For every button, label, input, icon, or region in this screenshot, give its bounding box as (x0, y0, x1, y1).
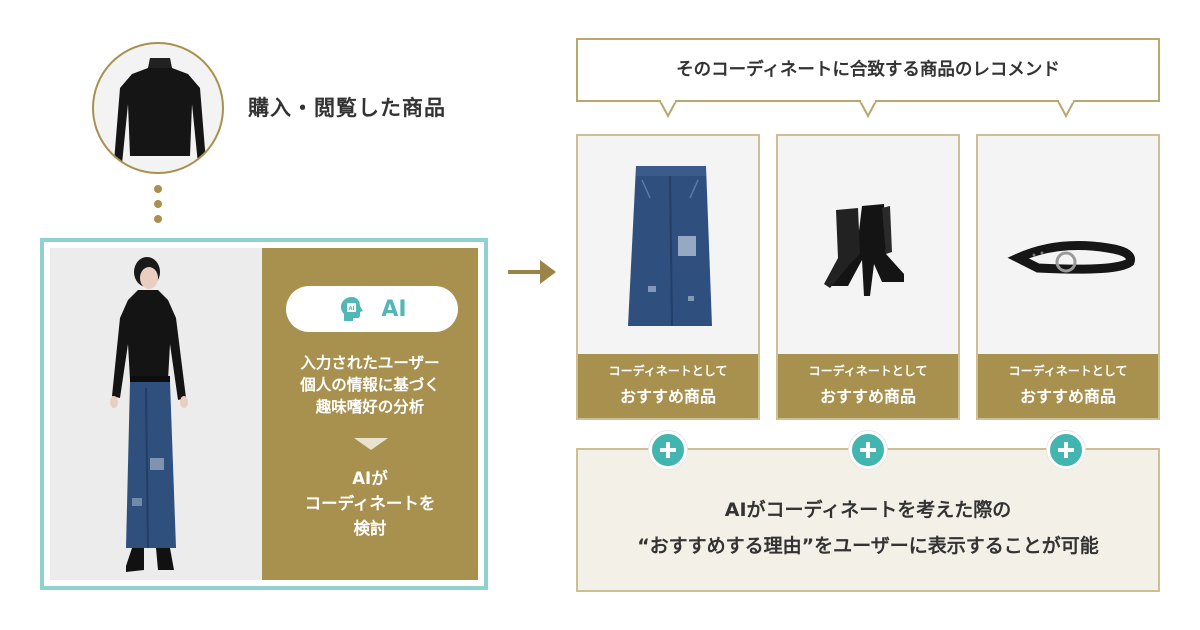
card-label: コーディネートとして おすすめ商品 (778, 354, 958, 418)
right-arrow-icon (508, 260, 556, 284)
ai-panel: AI AI 入力されたユーザー 個人の情報に基づく 趣味嗜好の分析 AIが コー… (262, 248, 478, 580)
ai-brain-icon: AI (341, 297, 364, 321)
connector-dots (153, 185, 163, 230)
recommend-card-belt: コーディネートとして おすすめ商品 (976, 134, 1160, 420)
reason-line-2: “おすすめする理由”をユーザーに表示することが可能 (637, 535, 1099, 557)
card-main-label: おすすめ商品 (819, 387, 916, 406)
analysis-line: 趣味嗜好の分析 (315, 398, 425, 416)
belt-icon (1007, 241, 1135, 274)
ai-analysis-text: 入力されたユーザー 個人の情報に基づく 趣味嗜好の分析 (262, 352, 478, 418)
card-main-label: おすすめ商品 (1019, 387, 1116, 406)
model-photo (50, 248, 262, 580)
denim-skirt-icon (628, 166, 712, 327)
recommend-header: そのコーディネートに合致する商品のレコメンド (576, 38, 1160, 102)
card-sub-label: コーディネートとして (608, 364, 728, 378)
purchased-item-photo (92, 42, 224, 174)
ai-analysis-box: AI AI 入力されたユーザー 個人の情報に基づく 趣味嗜好の分析 AIが コー… (40, 238, 488, 590)
analysis-line: 入力されたユーザー (300, 354, 440, 372)
consider-line: 検討 (353, 519, 387, 538)
recommend-card-boots: コーディネートとして おすすめ商品 (776, 134, 960, 420)
card-label: コーディネートとして おすすめ商品 (978, 354, 1158, 418)
card-label: コーディネートとして おすすめ商品 (578, 354, 758, 418)
turtleneck-top-icon (114, 58, 206, 164)
purchased-label: 購入・閲覧した商品 (248, 96, 446, 120)
ai-badge: AI AI (286, 286, 458, 332)
down-triangle-icon (354, 438, 388, 450)
card-sub-label: コーディネートとして (1008, 364, 1128, 378)
card-sub-label: コーディネートとして (808, 364, 928, 378)
analysis-line: 個人の情報に基づく (300, 376, 440, 394)
ai-consider-text: AIが コーディネートを 検討 (262, 466, 478, 541)
plus-icon (1047, 431, 1085, 469)
card-main-label: おすすめ商品 (619, 387, 716, 406)
ai-badge-label: AI (381, 296, 407, 322)
plus-icon (849, 431, 887, 469)
reason-line-1: AIがコーディネートを考えた際の (724, 499, 1012, 521)
consider-line: AIが (352, 469, 388, 488)
reason-panel: AIがコーディネートを考えた際の “おすすめする理由”をユーザーに表示することが… (576, 448, 1160, 592)
consider-line: コーディネートを (304, 494, 436, 513)
plus-icon (649, 431, 687, 469)
svg-text:AI: AI (349, 306, 355, 312)
recommend-card-skirt: コーディネートとして おすすめ商品 (576, 134, 760, 420)
ankle-boots-icon (824, 204, 904, 296)
